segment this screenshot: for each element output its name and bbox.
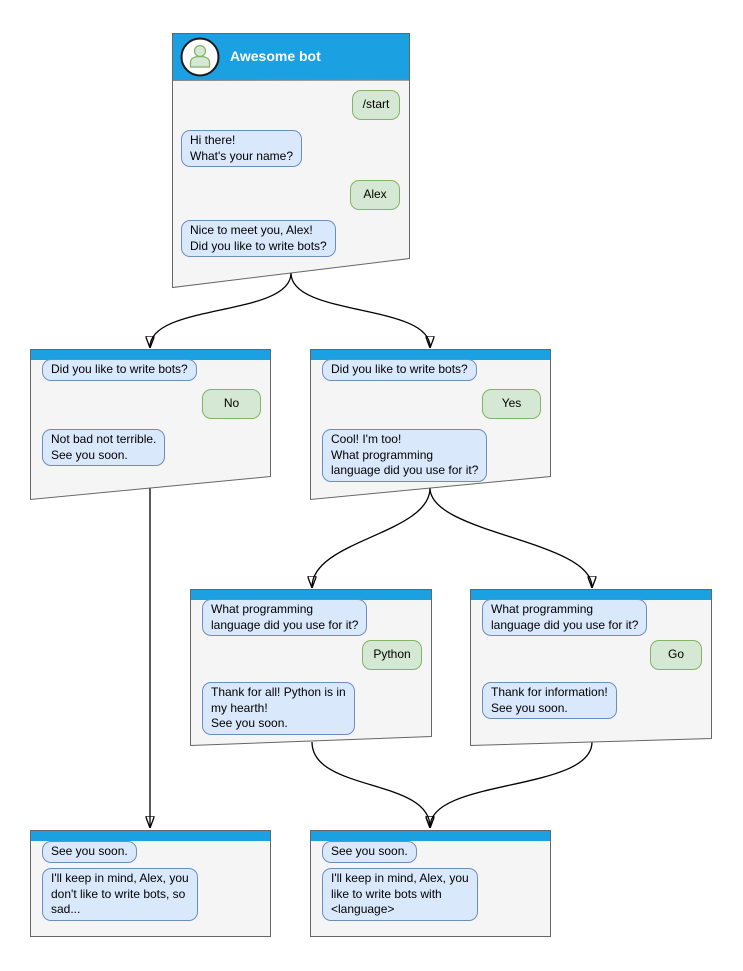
bot-message-bubble: Not bad not terrible. See you soon. bbox=[42, 429, 166, 467]
bot-message-bubble: Did you like to write bots? bbox=[322, 359, 477, 381]
window-title: Awesome bot bbox=[230, 48, 321, 64]
user-message-bubble: Python bbox=[362, 640, 422, 670]
bot-message-bubble: See you soon. bbox=[322, 841, 417, 863]
bot-message-bubble: Did you like to write bots? bbox=[42, 359, 197, 381]
bot-message-bubble: I'll keep in mind, Alex, you don't like … bbox=[42, 868, 198, 921]
bot-message-bubble: Thank for information! See you soon. bbox=[482, 682, 617, 720]
bot-message-bubble: See you soon. bbox=[42, 841, 137, 863]
bot-message-bubble: I'll keep in mind, Alex, you like to wri… bbox=[322, 868, 478, 921]
edge-start-to-no bbox=[150, 272, 292, 347]
bot-message-bubble: What programming language did you use fo… bbox=[482, 599, 648, 637]
bot-avatar-person-icon bbox=[180, 37, 220, 77]
bot-message-bubble: Cool! I'm too! What programming language… bbox=[322, 429, 488, 482]
chat-window-end-positive: See you soon. I'll keep in mind, Alex, y… bbox=[310, 830, 551, 937]
edge-go-to-end bbox=[430, 741, 593, 827]
chat-window-lang-go: What programming language did you use fo… bbox=[470, 589, 712, 747]
chat-window-branch-yes: Did you like to write bots? Yes Cool! I'… bbox=[310, 349, 551, 501]
bot-message-bubble: Hi there! What's your name? bbox=[181, 130, 303, 168]
edge-start-to-yes bbox=[290, 272, 430, 347]
chat-window-start: Awesome bot /start Hi there! What's your… bbox=[172, 33, 410, 289]
user-message-bubble: /start bbox=[352, 90, 400, 120]
user-message-bubble: Yes bbox=[482, 389, 541, 419]
chat-window-branch-no: Did you like to write bots? No Not bad n… bbox=[30, 349, 271, 501]
user-message-bubble: Go bbox=[650, 640, 702, 670]
user-message-bubble: No bbox=[202, 389, 261, 419]
edge-yes-to-python bbox=[312, 487, 431, 587]
edge-python-to-end bbox=[311, 741, 430, 827]
chat-window-lang-python: What programming language did you use fo… bbox=[190, 589, 432, 747]
bot-message-bubble: Thank for all! Python is in my hearth! S… bbox=[202, 682, 355, 735]
bot-message-bubble: What programming language did you use fo… bbox=[202, 599, 368, 637]
bot-message-bubble: Nice to meet you, Alex! Did you like to … bbox=[181, 220, 336, 258]
edge-yes-to-go bbox=[429, 487, 592, 587]
chat-window-end-negative: See you soon. I'll keep in mind, Alex, y… bbox=[30, 830, 271, 937]
user-message-bubble: Alex bbox=[350, 180, 400, 210]
